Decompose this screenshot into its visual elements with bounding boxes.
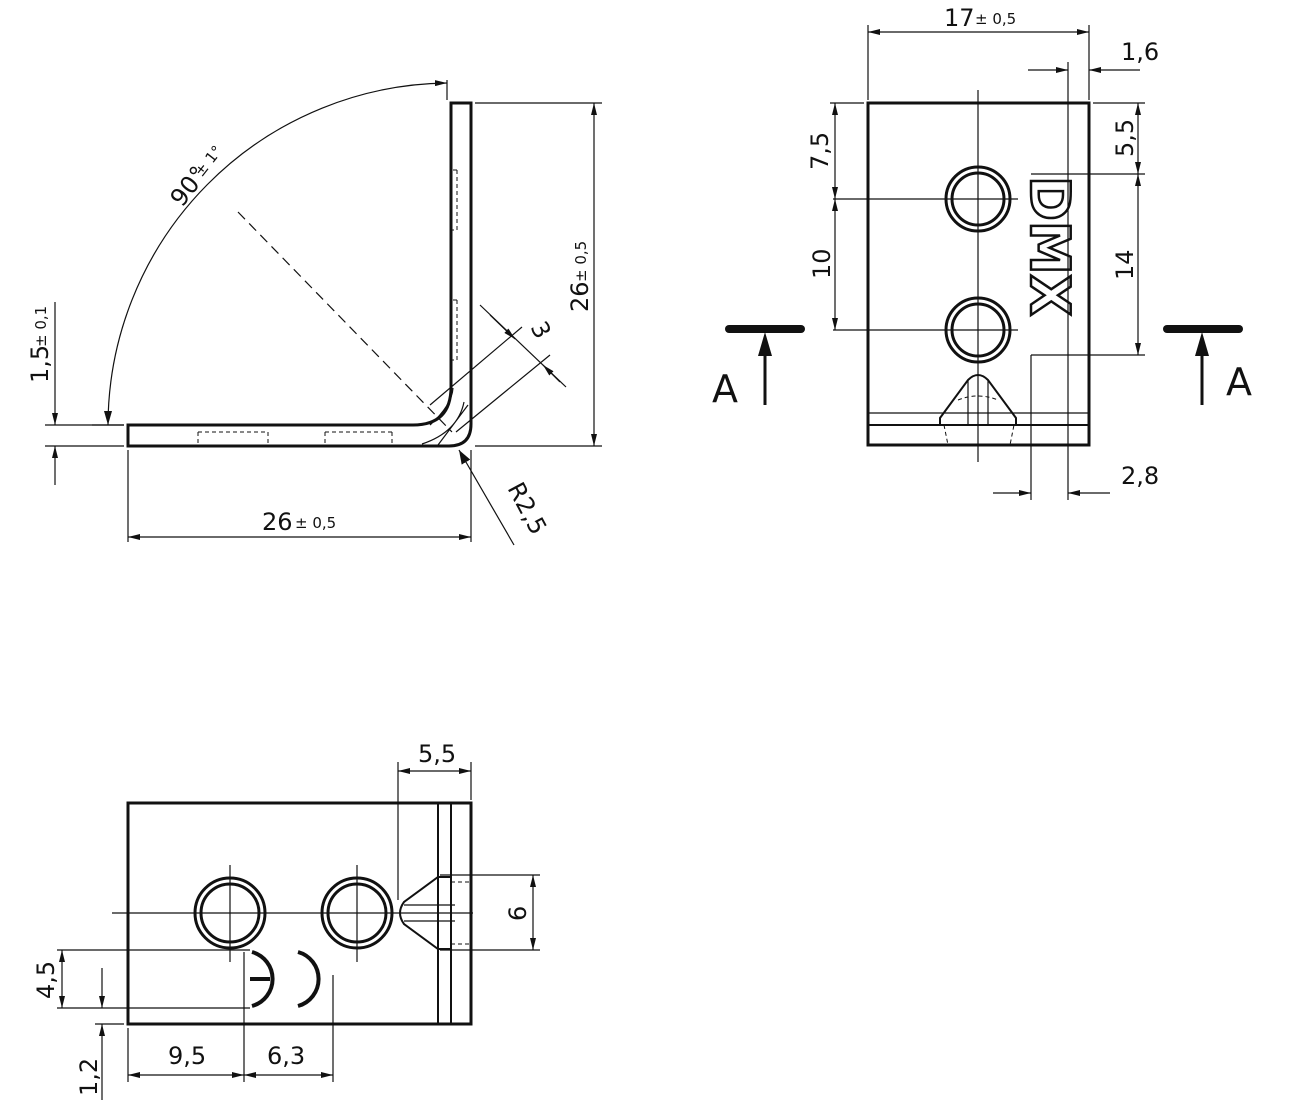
dim-rib-3: 3 <box>429 304 567 433</box>
dim-value: 1,5 <box>26 345 54 383</box>
dim-9-5: 9,5 <box>127 952 245 1082</box>
dim-tolerance: ± 0,5 <box>572 241 590 282</box>
dim-7-5: 7,5 <box>806 102 864 199</box>
mounting-hole-right <box>320 876 394 950</box>
dim-1-6: 1,6 <box>1028 38 1159 500</box>
side-view: 26 ± 0,5 26 ± 0,5 1,5 ± 0,1 <box>26 80 602 546</box>
section-label: A <box>1226 360 1252 404</box>
hook-mark-right <box>297 950 321 1008</box>
dim-10: 10 <box>808 199 838 330</box>
rib-emboss <box>399 876 472 950</box>
section-marker-right: A <box>1163 325 1252 405</box>
dim-height-26: 26 ± 0,5 <box>475 102 602 447</box>
dim-value: 3 <box>525 317 557 344</box>
dim-value: 1,2 <box>75 1058 103 1096</box>
front-view: DMX 17 ± 0,5 1,6 2,8 7,5 <box>712 4 1252 500</box>
dim-value: 14 <box>1111 249 1139 280</box>
dim-value: 17 <box>944 4 975 32</box>
dim-value: 2,8 <box>1121 462 1159 490</box>
dim-value: R2,5 <box>502 478 552 540</box>
mounting-hole-top <box>944 165 1012 233</box>
angle-profile <box>126 101 473 448</box>
dim-14: 14 <box>1031 174 1145 356</box>
dim-5-5: 5,5 <box>1031 102 1145 175</box>
dim-thickness-1-5: 1,5 ± 0,1 <box>26 302 124 485</box>
dim-5-5: 5,5 <box>397 740 472 900</box>
dim-6-3: 6,3 <box>244 975 334 1082</box>
dim-tolerance: ± 0,1 <box>32 306 50 347</box>
dim-angle-90: 90° ± 1° <box>92 80 448 426</box>
dim-tolerance: ± 0,5 <box>295 514 336 532</box>
section-marker-left: A <box>712 325 805 411</box>
section-label: A <box>712 367 738 411</box>
dim-tolerance: ± 0,5 <box>975 10 1016 28</box>
dim-2-8: 2,8 <box>993 355 1159 500</box>
mounting-hole-left <box>193 876 267 950</box>
bisector-centerline <box>237 211 453 433</box>
dim-value: 10 <box>808 248 836 279</box>
dim-tolerance: ± 1° <box>191 142 226 180</box>
dim-value: 26 <box>262 508 293 536</box>
hidden-holes <box>197 169 469 446</box>
bottom-view: 5,5 6 4,5 1,2 9,5 <box>32 740 540 1100</box>
dim-value: 5,5 <box>418 740 456 768</box>
dim-value: 1,6 <box>1121 38 1159 66</box>
dim-width-17: 17 ± 0,5 <box>867 4 1090 100</box>
dim-width-26: 26 ± 0,5 <box>127 450 472 542</box>
dim-1-2: 1,2 <box>75 968 124 1100</box>
rib-emboss <box>939 374 1017 446</box>
hook-mark-left <box>250 950 275 1008</box>
dim-value: 7,5 <box>806 132 834 170</box>
dim-radius-r2-5: R2,5 <box>458 449 552 546</box>
mounting-hole-bottom <box>944 296 1012 364</box>
dim-4-5: 4,5 <box>32 949 250 1009</box>
dim-value: 5,5 <box>1111 119 1139 157</box>
dim-value: 6,3 <box>267 1042 305 1070</box>
dim-value: 9,5 <box>168 1042 206 1070</box>
dim-value: 26 <box>566 281 594 312</box>
dim-6: 6 <box>440 874 540 951</box>
dim-value: 6 <box>504 906 532 921</box>
dmx-logo-emboss: DMX <box>1018 176 1081 316</box>
dim-value: 4,5 <box>32 961 60 999</box>
